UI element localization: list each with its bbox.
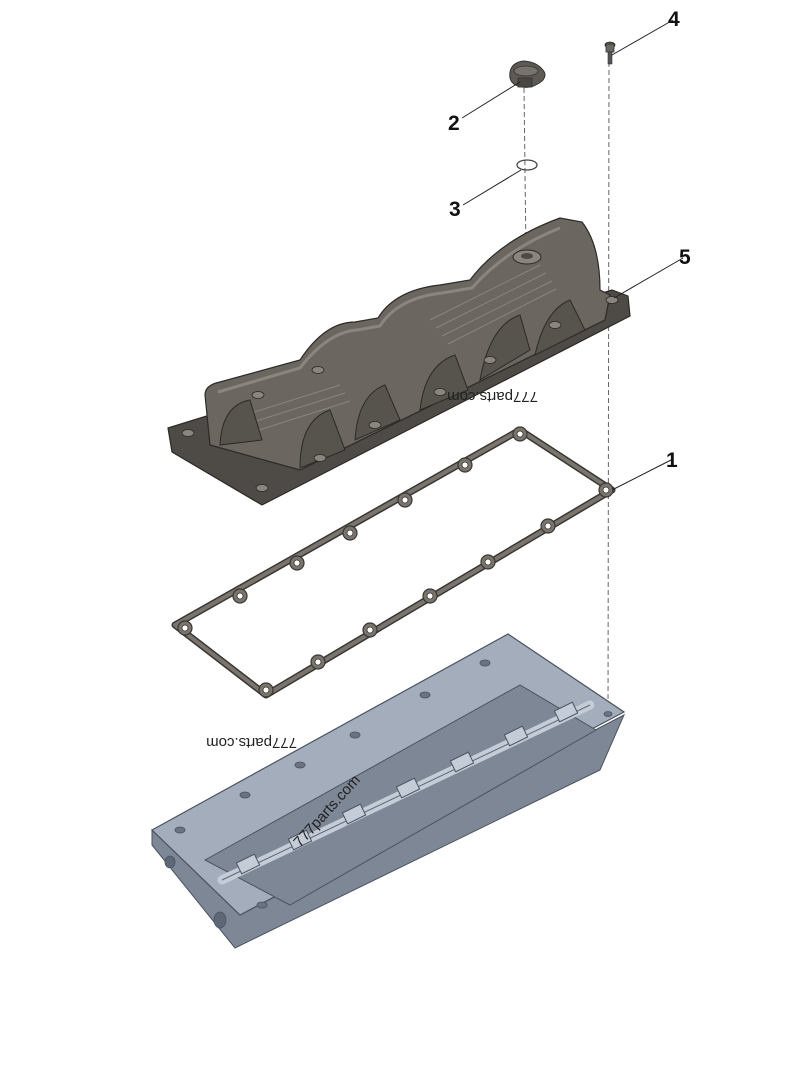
bolt-axis [607,61,610,716]
valve-cover [167,217,631,506]
watermark-2: 777parts.com [206,734,297,751]
callout-2: 2 [448,112,460,135]
leader-5 [613,257,684,299]
leader-lines [461,19,684,491]
leader-3 [462,169,522,206]
watermark-1: 777parts.com [447,388,538,405]
leader-2 [461,81,521,119]
oil-cap-axis [523,87,527,256]
o-ring [516,159,538,171]
callout-5: 5 [679,246,691,269]
callout-4: 4 [668,8,680,31]
callout-3: 3 [449,198,461,221]
assembly-axes [523,61,610,716]
leader-4 [611,19,674,56]
callouts: 4 2 3 5 1 [448,8,691,472]
cylinder-head [150,633,626,949]
leader-1 [611,459,672,491]
callout-1: 1 [666,449,678,472]
bolt [604,41,616,65]
oil-filler-cap [509,60,546,88]
